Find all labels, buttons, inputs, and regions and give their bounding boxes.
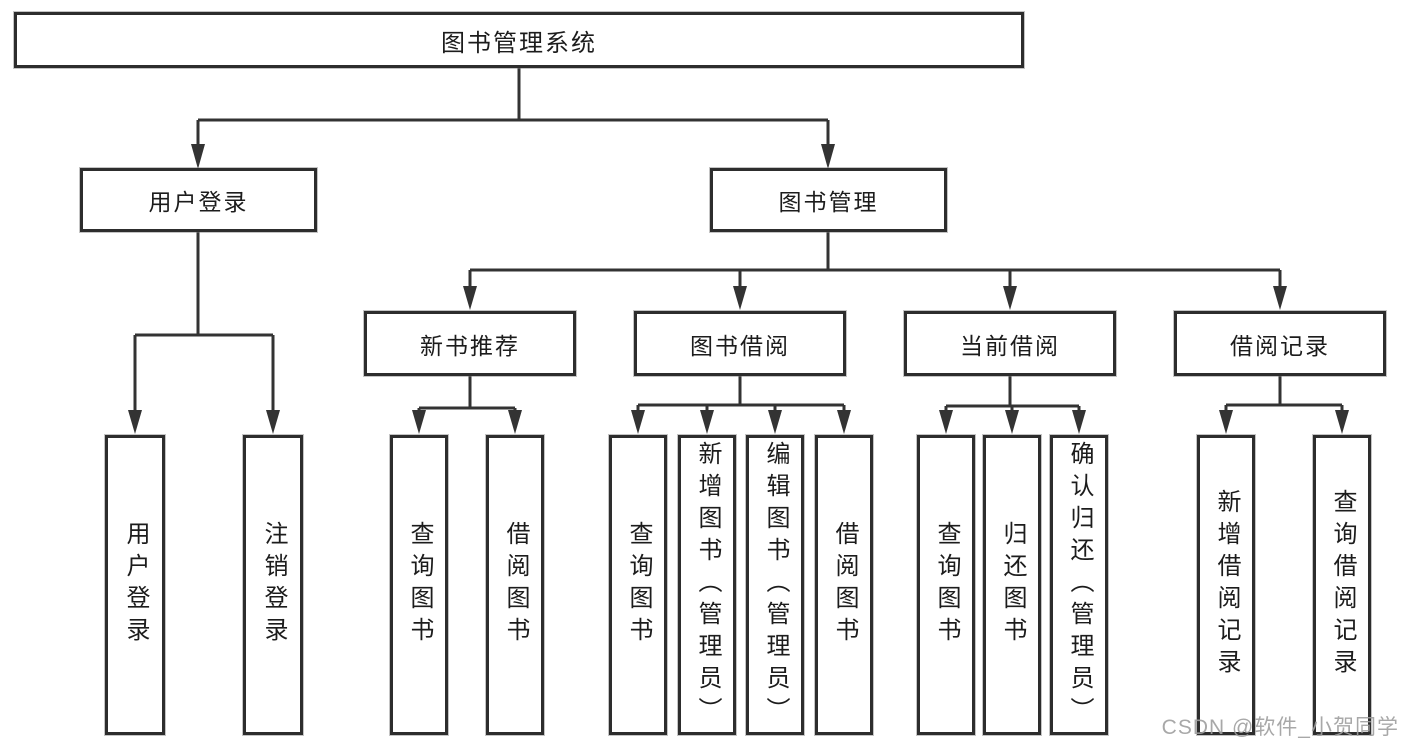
leaf-borrow-books-recommend-label: 借阅图书 [502, 521, 529, 649]
leaf-logout: 注销登录 [243, 435, 303, 735]
leaf-logout-label: 注销登录 [260, 521, 287, 649]
leaf-confirm-return-admin: 确认归还（管理员） [1050, 435, 1108, 735]
node-user-login-label: 用户登录 [148, 189, 249, 215]
leaf-query-books-current: 查询图书 [917, 435, 975, 735]
leaf-user-login: 用户登录 [105, 435, 165, 735]
leaf-edit-book-admin: 编辑图书（管理员） [746, 435, 804, 735]
leaf-query-books-borrowing-label: 查询图书 [625, 521, 652, 649]
leaf-add-book-admin: 新增图书（管理员） [678, 435, 736, 735]
leaf-add-borrow-record: 新增借阅记录 [1197, 435, 1255, 735]
leaf-add-borrow-record-label: 新增借阅记录 [1213, 489, 1240, 681]
leaf-return-books: 归还图书 [983, 435, 1041, 735]
node-new-book-recommend: 新书推荐 [364, 311, 576, 376]
node-new-book-recommend-label: 新书推荐 [420, 332, 520, 359]
leaf-user-login-label: 用户登录 [122, 521, 149, 649]
leaf-query-books-recommend: 查询图书 [390, 435, 448, 735]
node-current-borrowing: 当前借阅 [904, 311, 1116, 376]
leaf-borrow-books: 借阅图书 [815, 435, 873, 735]
leaf-borrow-books-recommend: 借阅图书 [486, 435, 544, 735]
leaf-return-books-label: 归还图书 [999, 521, 1026, 649]
node-book-management-label: 图书管理 [778, 189, 879, 215]
leaf-edit-book-admin-label: 编辑图书（管理员） [762, 441, 789, 729]
node-borrow-records-label: 借阅记录 [1230, 332, 1330, 359]
leaf-query-books-recommend-label: 查询图书 [406, 521, 433, 649]
node-book-borrowing-label: 图书借阅 [690, 332, 790, 359]
leaf-add-book-admin-label: 新增图书（管理员） [694, 441, 721, 729]
watermark: CSDN @软件_小贺同学 [1161, 716, 1399, 739]
leaf-query-borrow-record: 查询借阅记录 [1313, 435, 1371, 735]
node-book-management: 图书管理 [710, 168, 947, 232]
node-root-label: 图书管理系统 [441, 29, 597, 57]
node-book-borrowing: 图书借阅 [634, 311, 846, 376]
leaf-query-books-borrowing: 查询图书 [609, 435, 667, 735]
leaf-query-borrow-record-label: 查询借阅记录 [1329, 489, 1356, 681]
node-user-login: 用户登录 [80, 168, 317, 232]
node-current-borrowing-label: 当前借阅 [960, 332, 1060, 359]
leaf-query-books-current-label: 查询图书 [933, 521, 960, 649]
node-root: 图书管理系统 [14, 12, 1024, 68]
node-borrow-records: 借阅记录 [1174, 311, 1386, 376]
leaf-borrow-books-label: 借阅图书 [831, 521, 858, 649]
leaf-confirm-return-admin-label: 确认归还（管理员） [1066, 441, 1093, 729]
